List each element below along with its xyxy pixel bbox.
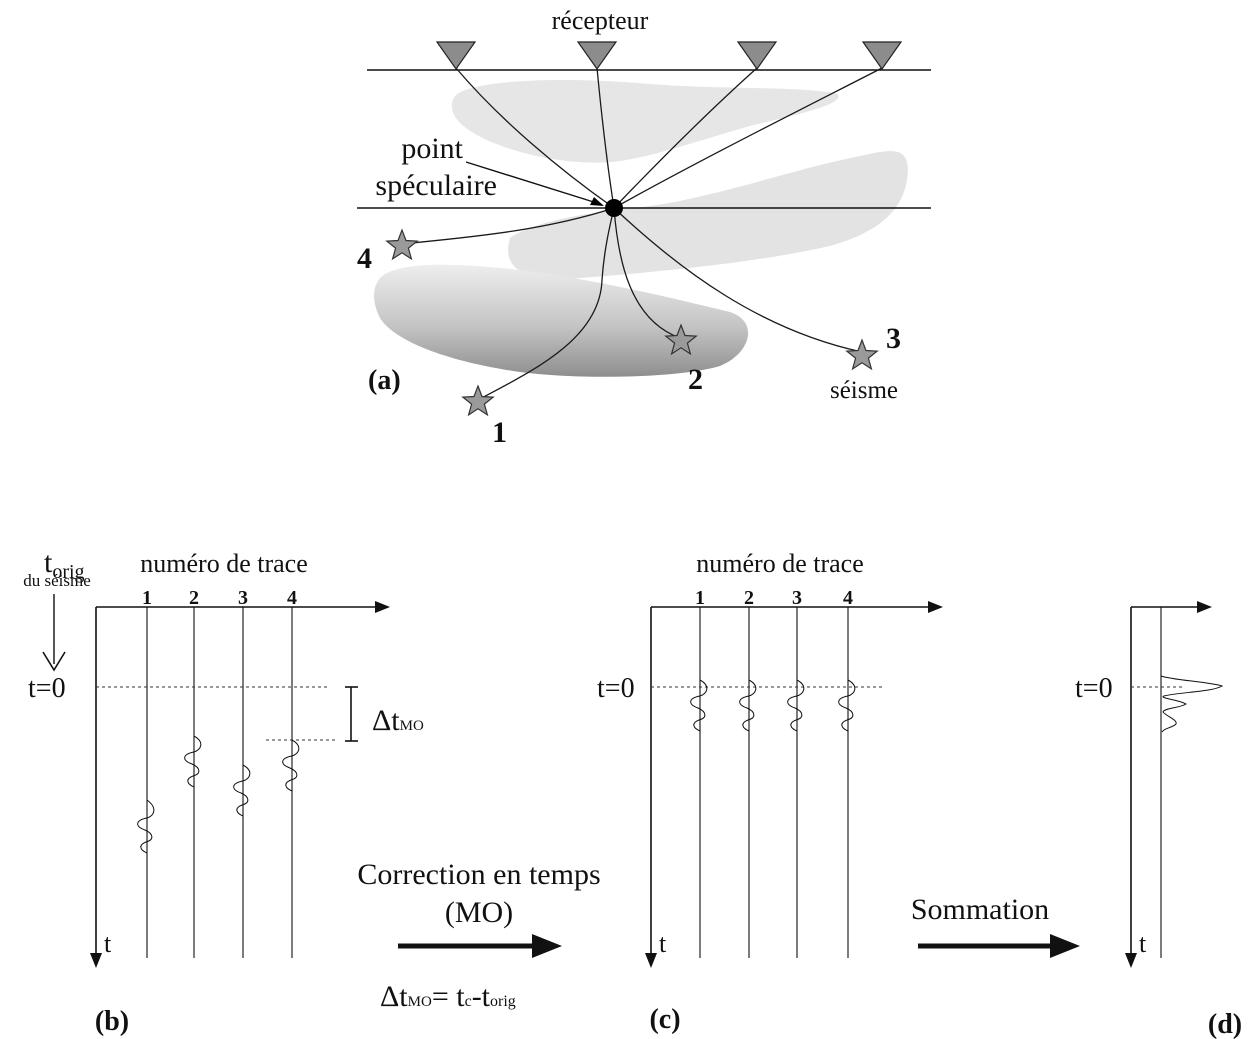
- arrow-right-icon: [1050, 934, 1080, 958]
- trace-number-b-3: 3: [238, 587, 248, 609]
- ray-source-4: [401, 207, 615, 245]
- arrowhead-icon: [375, 601, 390, 613]
- trace-number-b-2: 2: [189, 587, 199, 609]
- source-number-1: 1: [492, 416, 507, 449]
- specular-point-icon: [605, 199, 623, 217]
- specular-label-line1: point: [401, 132, 463, 165]
- t-orig-label: torig: [44, 546, 85, 583]
- t0-label-d: t=0: [1075, 673, 1113, 704]
- correction-line2: (MO): [445, 896, 513, 929]
- axis-title-b: numéro de trace: [140, 549, 307, 578]
- ray-source-2: [613, 207, 681, 339]
- source-number-3: 3: [886, 322, 901, 355]
- arrow-right-icon: [532, 934, 562, 958]
- t0-label-c: t=0: [597, 673, 635, 704]
- receiver-triangle-icon: [736, 41, 778, 71]
- ray-source-3: [613, 207, 863, 353]
- t-axis-label-c: t: [659, 929, 667, 958]
- star-icon: [461, 384, 495, 417]
- arrow-down-icon: [42, 651, 66, 672]
- panel-a-tag: (a): [368, 365, 401, 396]
- star-icon: [845, 338, 879, 371]
- axis-title-c: numéro de trace: [696, 549, 863, 578]
- arrowhead-icon: [1125, 953, 1137, 968]
- shaded-body-upper: [451, 80, 839, 163]
- panel-c: numéro de trace 1 2 3 4 t t=0 (c): [597, 549, 943, 1035]
- t-axis-label-b: t: [104, 929, 112, 958]
- quake-label: séisme: [830, 377, 898, 404]
- arrowhead-icon: [90, 953, 102, 968]
- receiver-triangle-icon: [861, 41, 903, 71]
- wavelet-c-3: [787, 679, 805, 732]
- stacked-wavelet-d: [1160, 675, 1224, 733]
- correction-block: Correction en temps (MO) ΔtMO= tc-torig: [357, 858, 600, 1013]
- t-axis-label-d: t: [1139, 929, 1147, 958]
- arrowhead-icon: [1197, 601, 1212, 613]
- panel-b-tag: (b): [95, 1006, 129, 1037]
- trace-number-c-2: 2: [744, 587, 754, 609]
- t0-label-b: t=0: [28, 673, 66, 704]
- panel-b: torig du séisme numéro de trace 1 2 3 4 …: [23, 546, 424, 1037]
- arrowhead-icon: [645, 953, 657, 968]
- panel-d-tag: (d): [1208, 1009, 1242, 1039]
- ray-receiver-2: [596, 67, 615, 209]
- trace-number-c-4: 4: [843, 587, 853, 609]
- shaded-body-lower: [374, 264, 749, 377]
- wavelet-c-1: [690, 679, 708, 732]
- panel-d: t t=0 (d): [1075, 601, 1242, 1039]
- ray-receiver-4: [613, 67, 883, 209]
- specular-label-line2: spéculaire: [375, 169, 497, 202]
- receiver-triangle-icon: [576, 41, 618, 71]
- ray-source-1: [477, 207, 615, 401]
- receiver-triangles: [435, 41, 903, 71]
- receiver-triangle-icon: [435, 41, 477, 71]
- trace-number-b-1: 1: [142, 587, 152, 609]
- trace-number-c-1: 1: [695, 587, 705, 609]
- ray-receiver-1: [455, 67, 615, 209]
- source-number-2: 2: [688, 363, 703, 396]
- correction-line1: Correction en temps: [357, 858, 600, 891]
- panel-c-tag: (c): [649, 1004, 680, 1035]
- shaded-body-middle: [508, 151, 908, 279]
- wavelet-c-2: [739, 679, 757, 732]
- specular-pointer-line: [465, 161, 601, 205]
- star-icon: [385, 228, 419, 261]
- sommation-block: Sommation: [911, 893, 1080, 958]
- wavelet-c-4: [838, 679, 856, 732]
- wavelet-b-1: [137, 799, 155, 854]
- star-icon: [664, 323, 698, 356]
- wavelet-b-3: [233, 764, 251, 817]
- sommation-label: Sommation: [911, 893, 1049, 926]
- ray-receiver-3: [613, 67, 758, 209]
- receiver-label: récepteur: [552, 6, 649, 35]
- wavelet-b-2: [184, 735, 202, 788]
- trace-number-c-3: 3: [792, 587, 802, 609]
- delta-t-mo-label: ΔtMO: [372, 704, 424, 737]
- panel-a: récepteur point spéculaire (a) séisme 1 …: [357, 6, 931, 449]
- arrowhead-icon: [928, 601, 943, 613]
- trace-number-b-4: 4: [287, 587, 297, 609]
- correction-equation: ΔtMO= tc-torig: [380, 980, 516, 1013]
- arrowhead-icon: [590, 197, 604, 206]
- t-orig-caption: du séisme: [23, 571, 91, 590]
- source-number-4: 4: [357, 242, 372, 275]
- wavelet-b-4: [282, 739, 300, 792]
